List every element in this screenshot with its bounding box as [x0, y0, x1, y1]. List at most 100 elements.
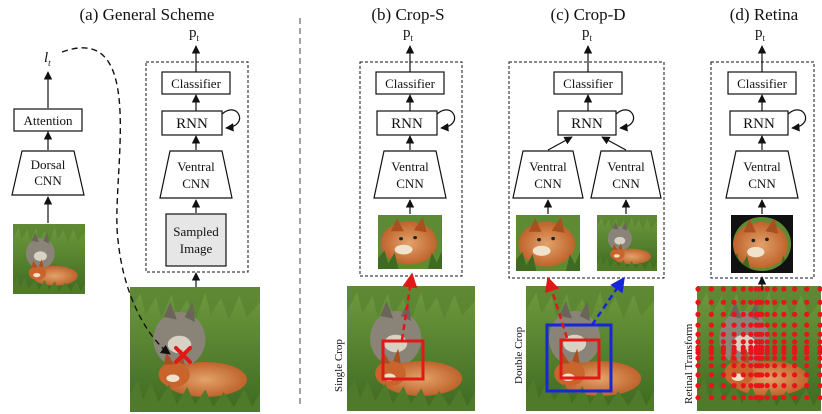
retina-dot	[781, 395, 787, 401]
retina-dot	[772, 355, 778, 361]
retina-dot	[792, 372, 798, 378]
retina-dot	[720, 331, 727, 337]
retina-dot	[781, 299, 787, 305]
retina-dot	[759, 299, 765, 305]
retina-dot	[695, 363, 701, 369]
retina-dot	[695, 339, 701, 345]
retina-dot	[772, 299, 778, 305]
retina-dot	[720, 395, 727, 401]
retina-dot	[731, 383, 737, 389]
retina-dot	[708, 311, 714, 317]
retina-dot	[804, 322, 810, 328]
retina-dot	[708, 372, 714, 378]
retina-dot	[731, 363, 737, 369]
panel-c-crop-image-1	[516, 215, 580, 271]
panel-d-classifier-label: Classifier	[737, 76, 787, 91]
panel-c-pt-label: pt	[582, 25, 593, 43]
retina-dot	[792, 311, 798, 317]
retina-dot	[781, 339, 787, 345]
panel-a-dorsal-label-2: CNN	[34, 173, 62, 188]
panel-c-crop-image-2	[597, 215, 657, 271]
retina-dot	[817, 363, 822, 369]
retina-dot	[695, 331, 701, 337]
retina-dot	[748, 363, 754, 369]
retina-dot	[695, 322, 701, 328]
panel-a-input-thumbnail	[13, 224, 85, 294]
panel-a-ventral-cnn	[159, 150, 233, 199]
retina-dot	[759, 331, 765, 337]
retina-dot	[720, 299, 727, 305]
retina-dot	[804, 350, 810, 356]
retina-dot	[792, 350, 798, 356]
retina-dot	[748, 339, 754, 345]
retina-dot	[708, 383, 714, 389]
retina-dot	[772, 372, 778, 378]
retina-dot	[792, 363, 798, 369]
retina-dot	[759, 363, 765, 369]
retina-dot	[748, 372, 754, 378]
retina-dot	[708, 299, 714, 305]
retina-dot	[772, 350, 778, 356]
retina-dot	[748, 311, 754, 317]
panel-b-crop-image	[378, 215, 442, 269]
retina-dot	[781, 363, 787, 369]
panel-b-rnn-box	[376, 110, 438, 136]
retina-dot	[720, 339, 727, 345]
panel-b-pt-label: pt	[403, 25, 414, 43]
retina-dot	[804, 383, 810, 389]
retina-dot	[695, 311, 701, 317]
panel-a-sampled-image-box	[165, 213, 227, 267]
retina-dot	[731, 339, 737, 345]
retina-dot	[804, 339, 810, 345]
retina-dot	[720, 322, 727, 328]
retina-dot	[695, 299, 701, 305]
retina-dot	[731, 372, 737, 378]
panel-a-attention-box	[13, 108, 83, 132]
retina-dot	[740, 286, 746, 292]
panel-b-classifier-box	[375, 71, 445, 95]
panel-c-classifier-box	[553, 71, 623, 95]
retina-dot	[804, 363, 810, 369]
retina-dot	[764, 395, 770, 401]
retina-dot	[759, 311, 765, 317]
retina-dot	[748, 350, 754, 356]
panel-a-title: (a) General Scheme	[80, 5, 215, 24]
retina-dot	[781, 286, 787, 292]
retina-dot	[781, 331, 787, 337]
panel-a-sampled-label-1: Sampled	[173, 224, 219, 239]
panel-a-sampled-label-2: Image	[180, 241, 213, 256]
panel-a-classifier-label: Classifier	[171, 76, 221, 91]
retina-dot	[759, 383, 765, 389]
retina-dot	[740, 311, 746, 317]
retina-dot	[759, 372, 765, 378]
retina-dot	[740, 363, 746, 369]
retina-dot	[720, 311, 727, 317]
retina-dot	[731, 350, 737, 356]
retina-dot	[817, 322, 822, 328]
retina-dot	[764, 372, 770, 378]
retina-dot	[804, 311, 810, 317]
retina-dot	[740, 322, 746, 328]
retina-dot	[817, 395, 822, 401]
retina-dot	[781, 350, 787, 356]
retina-dot	[804, 372, 810, 378]
retina-dot	[695, 355, 701, 361]
panel-d-title: (d) Retina	[730, 5, 799, 24]
retina-dot	[720, 355, 727, 361]
retina-dot	[731, 286, 737, 292]
retina-dot	[764, 331, 770, 337]
retina-dot	[695, 372, 701, 378]
retina-dot	[764, 299, 770, 305]
retina-dot	[781, 322, 787, 328]
retina-dot	[720, 372, 727, 378]
panel-a-ventral-label-1: Ventral	[177, 159, 215, 174]
panel-d-classifier-box	[727, 71, 797, 95]
retina-dot	[740, 372, 746, 378]
panel-c-ventral-cnn-1	[512, 150, 584, 199]
retina-dot	[764, 286, 770, 292]
panel-d-retina-image	[731, 215, 793, 273]
retina-dot	[764, 311, 770, 317]
retina-dot	[759, 322, 765, 328]
panel-b-rnn-recurrence	[436, 109, 456, 132]
